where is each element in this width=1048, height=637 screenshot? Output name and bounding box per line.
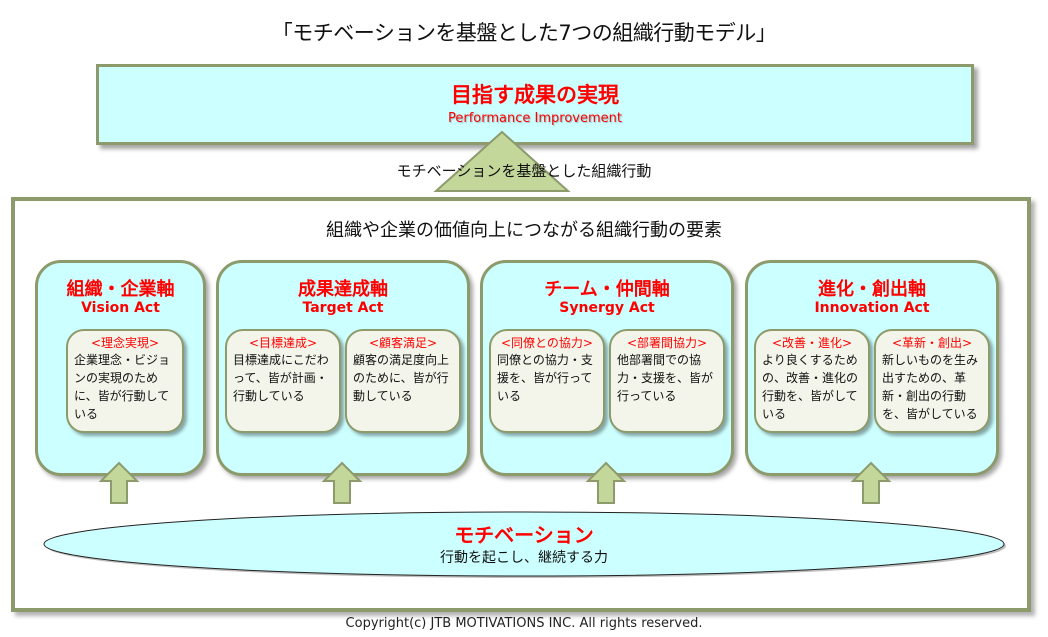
- up-arrow-icon: [321, 461, 363, 504]
- axis-target-act: 成果達成軸 Target Act <目標達成> 目標達成にこだわって、皆が計画・…: [216, 260, 470, 476]
- goal-title-jp: 目指す成果の実現: [451, 83, 619, 107]
- motivation-ellipse: [43, 511, 1006, 578]
- card-heading: <理念実現>: [90, 336, 160, 350]
- up-arrow-icon: [98, 461, 140, 504]
- card-heading: <同僚との協力>: [501, 336, 593, 350]
- card-body: 他部署間での協力・支援を、皆が行っている: [617, 353, 714, 403]
- axis-title-jp: 進化・創出軸: [818, 279, 926, 300]
- goal-title-en: Performance Improvement: [448, 111, 622, 126]
- axis-title-en: Target Act: [302, 300, 384, 316]
- triangle-icon: [433, 130, 571, 192]
- axis-title-jp: 成果達成軸: [298, 279, 388, 300]
- behavior-card: <目標達成> 目標達成にこだわって、皆が計画・行動している: [225, 329, 341, 433]
- motivation-title: モチベーション: [454, 523, 594, 547]
- card-heading: <顧客満足>: [368, 336, 438, 350]
- card-body: 企業理念・ビジョンの実現のために、皆が行動している: [74, 353, 171, 421]
- behavior-card: <革新・創出> 新しいものを生み出すための、革新・創出の行動を、皆がしている: [874, 329, 990, 433]
- card-body: 顧客の満足度向上のために、皆が行動している: [353, 353, 450, 403]
- axis-title-en: Synergy Act: [559, 300, 655, 316]
- goal-box: 目指す成果の実現 Performance Improvement: [96, 64, 974, 145]
- motivation-subtitle: 行動を起こし、継続する力: [440, 550, 608, 566]
- axis-vision-act: 組織・企業軸 Vision Act <理念実現> 企業理念・ビジョンの実現のため…: [35, 260, 206, 476]
- behavior-card: <同僚との協力> 同僚との協力・支援を、皆が行っている: [489, 329, 605, 433]
- card-heading: <革新・創出>: [891, 336, 973, 350]
- axis-title-jp: チーム・仲間軸: [544, 279, 670, 300]
- axis-title-en: Vision Act: [81, 300, 160, 316]
- card-body: 新しいものを生み出すための、革新・創出の行動を、皆がしている: [882, 353, 979, 421]
- card-body: より良くするための、改善・進化の行動を、皆がしている: [762, 353, 859, 421]
- behavior-card: <改善・進化> より良くするための、改善・進化の行動を、皆がしている: [754, 329, 870, 433]
- card-heading: <改善・進化>: [771, 336, 853, 350]
- axis-title-jp: 組織・企業軸: [66, 279, 175, 300]
- card-heading: <部署間協力>: [626, 336, 708, 350]
- up-arrow-icon: [585, 461, 627, 504]
- elements-title: 組織や企業の価値向上につながる組織行動の要素: [326, 220, 722, 241]
- copyright-text: Copyright(c) JTB MOTIVATIONS INC. All ri…: [345, 616, 703, 631]
- up-arrow-icon: [850, 461, 892, 504]
- axis-title-en: Innovation Act: [814, 300, 930, 316]
- card-body: 目標達成にこだわって、皆が計画・行動している: [233, 353, 329, 403]
- card-heading: <目標達成>: [248, 336, 318, 350]
- foundation-label: モチベーションを基盤とした組織行動: [396, 162, 652, 180]
- behavior-card: <部署間協力> 他部署間での協力・支援を、皆が行っている: [609, 329, 725, 433]
- axis-synergy-act: チーム・仲間軸 Synergy Act <同僚との協力> 同僚との協力・支援を、…: [480, 260, 734, 476]
- diagram-title: 「モチベーションを基盤とした7つの組織行動モデル」: [271, 21, 777, 45]
- axis-innovation-act: 進化・創出軸 Innovation Act <改善・進化> より良くするための、…: [745, 260, 999, 476]
- card-body: 同僚との協力・支援を、皆が行っている: [497, 353, 593, 403]
- behavior-card: <理念実現> 企業理念・ビジョンの実現のために、皆が行動している: [66, 329, 184, 433]
- behavior-card: <顧客満足> 顧客の満足度向上のために、皆が行動している: [345, 329, 461, 433]
